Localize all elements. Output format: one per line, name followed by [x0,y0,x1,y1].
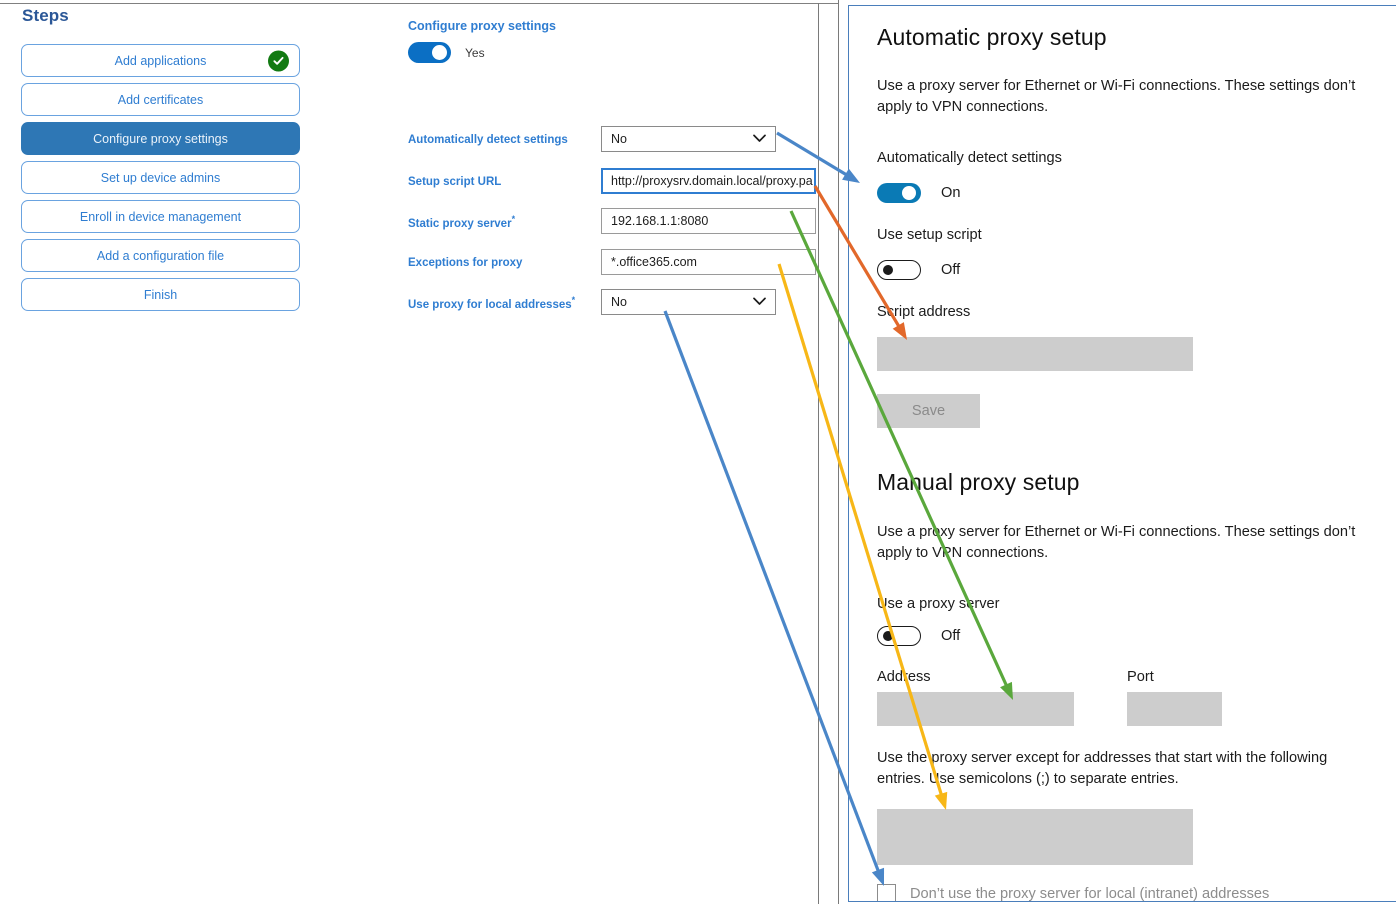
configure-proxy-toggle-value: Yes [465,45,485,60]
field-label: Use proxy for local addresses* [408,295,576,311]
proxy-exceptions-description: Use the proxy server except for addresse… [877,750,1328,787]
step-label: Add certificates [117,92,204,107]
automatic-proxy-setup-description: Use a proxy server for Ethernet or Wi-Fi… [877,78,1356,115]
select-value: No [611,132,627,146]
field-label: Setup script URL [408,176,502,188]
automatically-detect-settings-label: Automatically detect settings [877,150,1062,166]
use-setup-script-toggle[interactable] [877,260,921,280]
configure-proxy-toggle-row: Yes [408,42,485,63]
step-label: Set up device admins [100,170,221,185]
input-value: http://proxysrv.domain.local/proxy.pa [611,174,813,188]
use-setup-script-label: Use setup script [877,227,982,243]
steps-list: Add applications Add certificates Config… [21,44,300,317]
save-button[interactable]: Save [877,394,980,428]
automatically-detect-settings-select[interactable]: No [601,126,776,152]
windows-proxy-settings-panel: Automatic proxy setup Use a proxy server… [848,5,1396,902]
input-value: *.office365.com [611,255,697,269]
field-label: Automatically detect settings [408,134,568,146]
step-label: Finish [143,287,178,302]
required-marker: * [511,214,516,225]
use-setup-script-toggle-row: Off [877,260,960,280]
vertical-divider-left [818,3,819,904]
toggle-knob [432,45,447,60]
bypass-local-addresses-checkbox[interactable] [877,884,896,901]
required-marker: * [571,295,576,306]
input-value: 192.168.1.1:8080 [611,214,709,228]
sidebar-step-finish[interactable]: Finish [21,278,300,311]
port-label: Port [1127,669,1154,685]
top-divider-rule [0,3,838,4]
use-a-proxy-server-state: Off [941,628,961,644]
use-proxy-for-local-addresses-select[interactable]: No [601,289,776,315]
static-proxy-server-input[interactable]: 192.168.1.1:8080 [601,208,816,234]
chevron-down-icon [753,132,766,146]
field-label: Exceptions for proxy [408,257,523,269]
sidebar-step-add-certificates[interactable]: Add certificates [21,83,300,116]
sidebar-step-add-a-configuration-file[interactable]: Add a configuration file [21,239,300,272]
proxy-form-panel: Configure proxy settings Yes Automatical… [330,0,818,904]
port-input[interactable] [1127,692,1222,726]
toggle-knob [883,265,893,275]
automatically-detect-settings-toggle-row: On [877,183,960,203]
step-label: Add applications [114,53,207,68]
exceptions-for-proxy-input[interactable]: *.office365.com [601,249,816,275]
address-label: Address [877,669,931,685]
toggle-knob [883,631,893,641]
script-address-input[interactable] [877,337,1193,371]
address-input[interactable] [877,692,1074,726]
steps-title: Steps [22,6,69,25]
manual-proxy-setup-heading: Manual proxy setup [877,469,1080,495]
toggle-knob [902,186,916,200]
use-a-proxy-server-label: Use a proxy server [877,596,1000,612]
bypass-local-addresses-label: Don’t use the proxy server for local (in… [910,885,1270,902]
sidebar-step-configure-proxy-settings[interactable]: Configure proxy settings [21,122,300,155]
manual-proxy-setup-description: Use a proxy server for Ethernet or Wi-Fi… [877,524,1356,561]
proxy-exceptions-input[interactable] [877,809,1193,865]
script-address-label: Script address [877,304,971,320]
bypass-local-addresses-row: Don’t use the proxy server for local (in… [877,884,1270,902]
automatically-detect-settings-toggle[interactable] [877,183,921,203]
step-label: Add a configuration file [96,248,225,263]
use-setup-script-state: Off [941,262,961,278]
use-a-proxy-server-toggle[interactable] [877,626,921,646]
form-heading: Configure proxy settings [408,19,556,33]
sidebar-step-set-up-device-admins[interactable]: Set up device admins [21,161,300,194]
sidebar-step-enroll-in-device-management[interactable]: Enroll in device management [21,200,300,233]
step-label: Enroll in device management [79,209,242,224]
automatic-proxy-setup-heading: Automatic proxy setup [877,24,1107,50]
automatically-detect-settings-state: On [941,185,961,201]
steps-panel: Steps Add applications Add certificates … [0,0,330,904]
use-a-proxy-server-toggle-row: Off [877,626,960,646]
check-circle-icon [268,50,289,71]
field-label: Static proxy server* [408,214,516,230]
setup-script-url-input[interactable]: http://proxysrv.domain.local/proxy.pa [601,168,816,194]
chevron-down-icon [753,295,766,309]
select-value: No [611,295,627,309]
vertical-divider-right [838,0,839,904]
configure-proxy-toggle[interactable] [408,42,451,63]
sidebar-step-add-applications[interactable]: Add applications [21,44,300,77]
step-label: Configure proxy settings [93,131,228,146]
